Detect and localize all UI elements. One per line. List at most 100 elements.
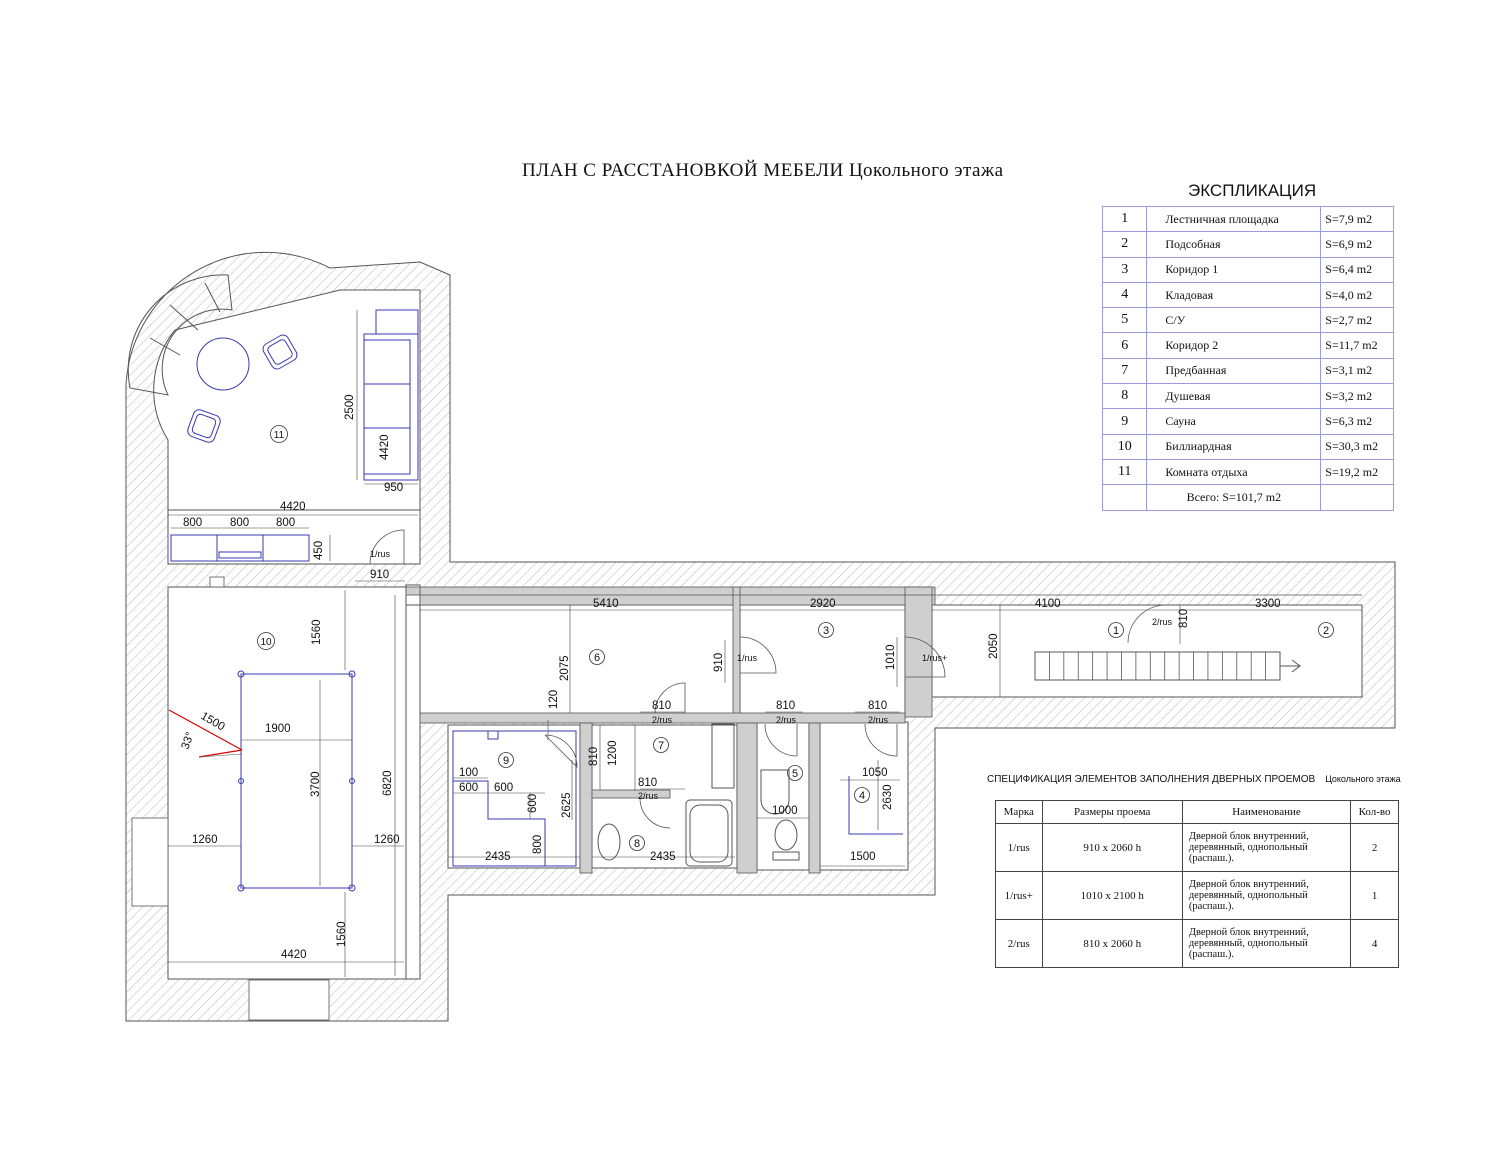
dim-910: 910 — [370, 569, 389, 581]
door-mark: 1/rus+ — [922, 653, 947, 663]
dim-810: 810 — [638, 777, 657, 789]
door-mark: 1/rus — [370, 549, 391, 559]
explication-num: 5 — [1101, 307, 1148, 334]
dim-4420-sofa: 4420 — [379, 434, 391, 460]
explication-area: S=30,3 m2 — [1320, 433, 1394, 460]
dim-800: 800 — [230, 517, 249, 529]
explication-num: 6 — [1101, 332, 1148, 359]
explication-name: Подсобная — [1146, 231, 1322, 258]
plan-title: ПЛАН С РАССТАНОВКОЙ МЕБЕЛИ Цокольного эт… — [522, 160, 1004, 181]
armchair-2 — [187, 409, 221, 443]
door-marks: 1/rus 1/rus 1/rus+ 2/rus 2/rus 2/rus 2/r… — [370, 549, 1173, 801]
dimension-lines — [168, 310, 1362, 977]
explication-title: ЭКСПЛИКАЦИЯ — [1188, 181, 1317, 200]
cabinets — [170, 534, 310, 562]
door-mark: 2/rus — [652, 715, 673, 725]
dim-600: 600 — [527, 794, 539, 813]
spec-qty: 1 — [1350, 871, 1399, 920]
dim-120: 120 — [548, 690, 560, 709]
explication-area: S=4,0 m2 — [1320, 281, 1394, 309]
dim-810-v: 810 — [1178, 609, 1190, 628]
explication-num: 1 — [1101, 205, 1148, 233]
explication-num: 2 — [1101, 231, 1148, 258]
explication-num: 7 — [1101, 357, 1148, 385]
internal-walls — [405, 586, 936, 874]
explication-num: 11 — [1101, 458, 1148, 486]
explication-area: S=6,9 m2 — [1320, 231, 1394, 258]
explication-num: 10 — [1101, 433, 1148, 460]
spec-size: 810 x 2060 h — [1041, 919, 1183, 968]
room-number: 3 — [823, 625, 829, 637]
room-number: 7 — [658, 740, 664, 752]
spec-mark: 1/rus — [995, 823, 1043, 872]
dim-33-deg: 33° — [180, 731, 197, 751]
dim-1560-bot: 1560 — [336, 921, 348, 947]
dim-2435: 2435 — [650, 851, 676, 863]
dim-1200: 1200 — [607, 740, 619, 766]
dim-950: 950 — [384, 482, 403, 494]
door-mark: 2/rus — [868, 715, 889, 725]
explication-total: Всего: S=101,7 m2 — [1146, 484, 1322, 511]
room-number: 4 — [859, 790, 865, 802]
explication-num: 3 — [1101, 256, 1148, 283]
spec-header: Наименование — [1181, 800, 1352, 824]
dim-3300: 3300 — [1255, 598, 1281, 610]
dim-4420-top: 4420 — [280, 501, 306, 513]
explication-area: S=7,9 m2 — [1320, 205, 1394, 233]
explication-name: Сауна — [1146, 408, 1322, 435]
dim-1560-top: 1560 — [311, 619, 323, 645]
dim-2920: 2920 — [810, 598, 836, 610]
dim-1000: 1000 — [772, 805, 798, 817]
dim-4420-bot: 4420 — [281, 949, 307, 961]
room-number: 9 — [503, 755, 509, 767]
dim-1500-b: 1500 — [850, 851, 876, 863]
dim-800-sauna: 800 — [532, 835, 544, 854]
spec-qty: 4 — [1350, 919, 1399, 968]
room-number: 10 — [260, 637, 272, 648]
dim-5410: 5410 — [593, 598, 619, 610]
dim-800: 800 — [183, 517, 202, 529]
room-number-labels: 1 2 3 4 5 6 7 8 9 10 11 — [260, 430, 1329, 850]
explication-name: Коридор 1 — [1146, 256, 1322, 283]
room-number: 11 — [274, 430, 285, 441]
dim-450: 450 — [313, 541, 325, 560]
spec-title-main: СПЕЦИФИКАЦИЯ ЭЛЕМЕНТОВ ЗАПОЛНЕНИЯ ДВЕРНЫ… — [987, 774, 1316, 785]
dim-2500: 2500 — [344, 394, 356, 420]
room-number: 5 — [792, 768, 798, 780]
explication-name: Кладовая — [1146, 281, 1322, 309]
doors — [369, 529, 1167, 829]
door-mark: 2/rus — [1152, 617, 1173, 627]
dim-810: 810 — [776, 700, 795, 712]
explication-num: 8 — [1101, 383, 1148, 410]
explication-area: S=3,2 m2 — [1320, 383, 1394, 410]
dim-600: 600 — [494, 782, 513, 794]
dim-800: 800 — [276, 517, 295, 529]
explication-name: Лестничная площадка — [1146, 205, 1322, 233]
spec-header: Кол-во — [1350, 800, 1399, 824]
explication-area: S=2,7 m2 — [1320, 307, 1394, 334]
dim-810: 810 — [588, 747, 600, 766]
dim-1900: 1900 — [265, 723, 291, 735]
explication-area: S=6,3 m2 — [1320, 408, 1394, 435]
spec-qty: 2 — [1350, 823, 1399, 872]
spec-title-sub: Цокольного этажа — [1325, 774, 1401, 784]
dim-1050: 1050 — [862, 767, 888, 779]
door-mark: 2/rus — [638, 791, 659, 801]
spec-size: 910 x 2060 h — [1041, 823, 1183, 872]
explication-total-row: Всего: S=101,7 m2 — [1101, 484, 1394, 511]
room-number: 1 — [1113, 625, 1119, 637]
spec-size: 1010 x 2100 h — [1041, 871, 1183, 920]
explication-name: Биллиардная — [1146, 433, 1322, 460]
door-mark: 2/rus — [776, 715, 797, 725]
explication-cell — [1320, 484, 1394, 511]
